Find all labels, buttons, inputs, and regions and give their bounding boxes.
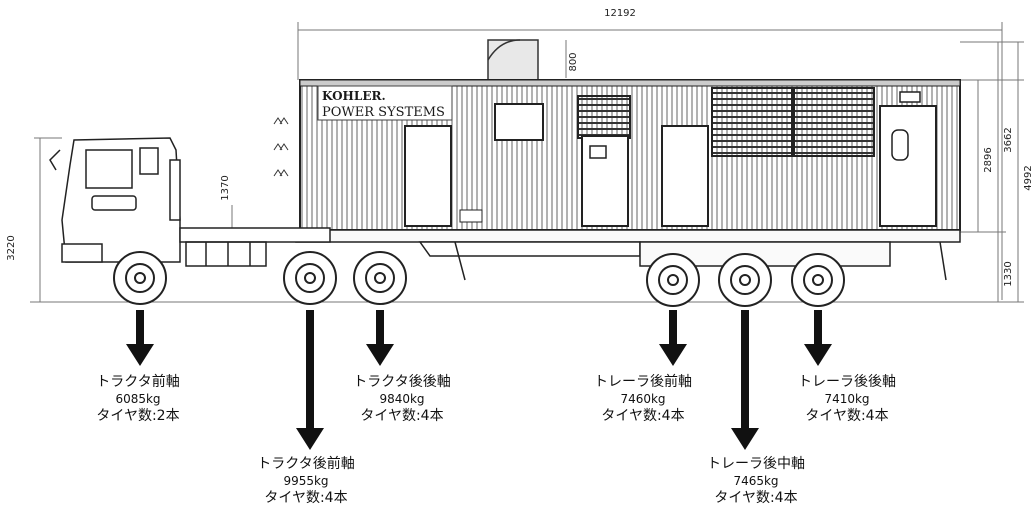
axle-label-trailer-middle: トレーラ後中軸 7465kg タイヤ数:4本 <box>707 456 805 507</box>
axle-weight: 6085kg <box>115 392 161 406</box>
wheel-trailer-front <box>646 253 700 307</box>
load-arrows <box>126 310 832 450</box>
wheel-trailer-rear <box>791 253 845 307</box>
window-1 <box>494 103 544 141</box>
arrow-tractor-rear-rear <box>366 310 394 366</box>
arrow-tractor-rear-front <box>296 310 324 450</box>
brand-panel <box>317 85 453 121</box>
axle-tires: タイヤ数:2本 <box>96 408 180 424</box>
axle-label-tractor-front: トラクタ前軸 6085kg タイヤ数:2本 <box>96 374 179 425</box>
wheel-tractor-front <box>113 251 167 305</box>
wheel-trailer-middle <box>718 253 772 307</box>
axle-tires: タイヤ数:4本 <box>264 490 348 506</box>
axle-name: トラクタ後後軸 <box>353 374 451 390</box>
axle-tires: タイヤ数:4本 <box>714 490 798 506</box>
axle-name: トレーラ後後軸 <box>798 374 896 390</box>
dim-exhaust-height: 800 <box>568 52 579 71</box>
axle-label-tractor-rear-front: トラクタ後前軸 9955kg タイヤ数:4本 <box>257 456 354 507</box>
arrow-trailer-front <box>659 310 687 366</box>
axle-name: トラクタ前軸 <box>96 374 180 390</box>
arrow-trailer-middle <box>731 310 759 450</box>
axle-weight: 9840kg <box>379 392 425 406</box>
axle-name: トレーラ後前軸 <box>594 374 692 390</box>
dim-fifth-wheel-height: 1370 <box>220 175 231 200</box>
louver-3 <box>793 87 875 157</box>
arrow-tractor-front <box>126 310 154 366</box>
axle-name: トレーラ後中軸 <box>707 456 805 472</box>
axle-tires: タイヤ数:4本 <box>805 408 889 424</box>
axle-weight: 7460kg <box>620 392 666 406</box>
axle-weight: 7465kg <box>733 474 779 488</box>
door-4 <box>879 105 937 227</box>
axle-name: トラクタ後前軸 <box>257 456 355 472</box>
axle-weight: 7410kg <box>824 392 870 406</box>
arrow-trailer-rear <box>804 310 832 366</box>
door-1 <box>404 125 452 227</box>
axle-label-tractor-rear-rear: トラクタ後後軸 9840kg タイヤ数:4本 <box>353 374 450 425</box>
dim-upper-height: 3662 <box>1003 127 1014 152</box>
dim-overall-length: 12192 <box>604 8 636 19</box>
wheel-tractor-rear-front <box>283 251 337 305</box>
dim-deck-height: 1330 <box>1003 261 1014 286</box>
tractor <box>49 137 331 267</box>
axle-label-trailer-rear: トレーラ後後軸 7410kg タイヤ数:4本 <box>798 374 896 425</box>
container: KOHLER. POWER SYSTEMS <box>273 79 961 231</box>
wheels <box>113 251 845 307</box>
dim-cab-height: 3220 <box>6 235 17 260</box>
wheel-tractor-rear-rear <box>353 251 407 305</box>
louver-2 <box>711 87 793 157</box>
louver-1 <box>577 95 631 139</box>
axle-tires: タイヤ数:4本 <box>360 408 444 424</box>
axle-label-trailer-front: トレーラ後前軸 7460kg タイヤ数:4本 <box>594 374 692 425</box>
brand-line-1: KOHLER. <box>322 89 386 103</box>
dim-container-height: 2896 <box>983 147 994 172</box>
dim-total-height: 4992 <box>1023 165 1034 190</box>
exhaust-duct <box>487 39 539 81</box>
axle-tires: タイヤ数:4本 <box>601 408 685 424</box>
brand-line-2: POWER SYSTEMS <box>322 105 445 120</box>
dimension-lines <box>30 22 1024 303</box>
door-3 <box>661 125 709 227</box>
axle-weight: 9955kg <box>283 474 329 488</box>
